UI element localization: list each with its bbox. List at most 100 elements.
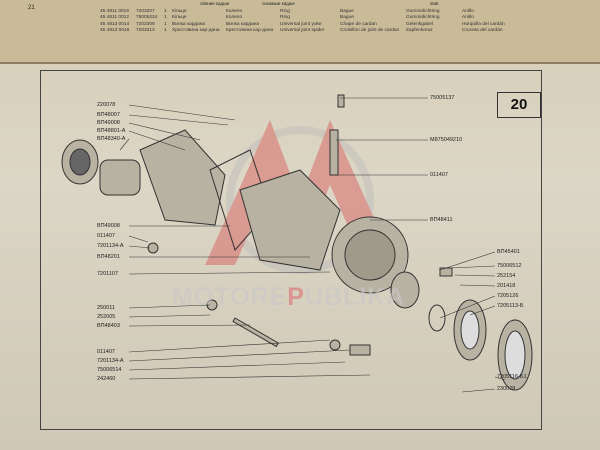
part-callout-label: 7201134-А: [97, 243, 124, 249]
header-cell-ukrainian: Хрестовина кар-дана: [172, 28, 220, 34]
gearbox-housing: [139, 129, 226, 226]
header-cell-french: Bague: [340, 15, 354, 21]
column-heading: сисимые кадше: [262, 1, 295, 6]
leader-line: [439, 295, 496, 319]
parts-table-row: 45 4811 0012 75005224 1 Кільце Колело Ring Bag…: [100, 15, 526, 21]
header-cell-bulgarian: Вилка кардана: [226, 21, 260, 27]
header-cell-quantities: 1: [164, 21, 167, 27]
leader-line: [454, 274, 496, 277]
part-callout-label: ВП45401: [497, 249, 520, 255]
parts-table-row: 45 4811 0016 7203207 1 Кільце Колело Ring Bagu…: [100, 9, 526, 15]
part-callout-label: ВП48403: [97, 323, 120, 329]
header-cell-french: Croisillon de joint de cardan: [340, 28, 400, 34]
header-cell-english: Ring: [280, 9, 290, 14]
part-callout-label: ВП48340-А: [97, 136, 126, 142]
leader-line: [128, 130, 186, 151]
leader-line: [494, 376, 506, 381]
header-cell-part-numbers: 7203207: [136, 9, 155, 14]
header-cell-part-numbers: 7203309: [136, 21, 155, 27]
header-cell-bulgarian: Колело: [226, 9, 243, 14]
figure-number: 20: [497, 92, 541, 118]
part-callout-label: 230078: [497, 386, 516, 392]
leader-line: [119, 138, 130, 151]
header-cell-french: Chape de cardan: [340, 21, 377, 27]
header-cell-german: Zapfenkreuz: [406, 28, 433, 34]
header-cell-english: Universal joint yoke: [280, 21, 322, 27]
leader-line: [128, 361, 346, 371]
column-heading: сйяние кадше: [200, 1, 230, 6]
header-cell-spanish: Anillo: [462, 9, 474, 14]
header-cell-catalog-numbers: 45 4811 0016: [100, 9, 129, 14]
leader-line: [128, 349, 351, 362]
leader-line: [128, 271, 331, 275]
header-cell-ukrainian: Кільце: [172, 15, 187, 21]
header-cell-french: Bague: [340, 9, 354, 14]
column-heading: stab: [430, 1, 439, 6]
part-callout-label: ВП48411: [430, 217, 453, 223]
header-cell-part-numbers: 75005224: [136, 15, 158, 21]
header-cell-quantities: 1: [164, 28, 167, 34]
leader-line: [128, 104, 236, 121]
plug: [349, 344, 371, 356]
leader-line: [461, 388, 496, 393]
part-callout-label: 7201107: [97, 271, 119, 277]
leader-line: [128, 114, 229, 126]
housing-neck: [99, 159, 141, 196]
parts-table-row: 45 4813 0014 7203309 1 Вилка кардана Вилка к…: [100, 22, 526, 28]
leader-line: [439, 251, 496, 271]
header-cell-english: Ring: [280, 15, 290, 21]
part-callout-label: ВП48007: [97, 112, 120, 118]
part-callout-label: 252005: [97, 314, 116, 320]
leader-line: [449, 265, 496, 269]
part-callout-label: 7205126: [497, 293, 519, 299]
header-cell-part-numbers: 7203313: [136, 28, 155, 34]
header-cell-spanish: Anillo: [462, 15, 474, 21]
header-cell-english: Universal joint spider: [280, 28, 325, 34]
coupling: [390, 271, 420, 309]
part-callout-label: 011407: [430, 172, 448, 178]
leader-line: [128, 314, 211, 318]
header-cell-spanish: Cruceta del cardán: [462, 28, 503, 34]
part-callout-label: ВП49008: [97, 120, 120, 126]
bolt: [337, 94, 345, 108]
part-callout-label: 75006514: [97, 367, 122, 373]
leader-line: [128, 122, 201, 141]
washer-2: [329, 339, 341, 351]
header-cell-german: Gelenkgabel: [406, 21, 433, 27]
header-cell-bulgarian: Колело: [226, 15, 243, 21]
part-callout-label: 242460: [97, 376, 116, 382]
part-callout-label: 75005137: [430, 95, 455, 101]
cover: [239, 169, 341, 271]
part-callout-label: 011407: [97, 349, 115, 355]
part-callout-label: ВП49008: [97, 223, 120, 229]
part-callout-label: 201418: [497, 283, 516, 289]
leader-line: [128, 339, 331, 353]
housing-parts: [61, 94, 533, 391]
part-callout-label: 75006512: [497, 263, 522, 269]
header-cell-quantities: 1: [164, 15, 167, 21]
header-cell-spanish: Horquilla del cardán: [462, 21, 505, 27]
header-cell-ukrainian: Вилка кардана: [172, 21, 206, 27]
header-cell-german: Gummidichtring: [406, 9, 440, 14]
leader-line: [128, 235, 149, 243]
part-callout-label: М875049210: [430, 137, 463, 143]
header-cell-catalog-numbers: 45 4813 0014: [100, 21, 130, 27]
part-callout-label: 220078: [97, 102, 116, 108]
leader-line: [128, 304, 211, 309]
figure-frame: [40, 70, 542, 430]
header-cell-quantities: 1: [164, 9, 167, 14]
part-callout-label: 252154: [497, 273, 516, 279]
part-callout-label: 7205113-Б: [497, 303, 524, 309]
header-cell-catalog-numbers: 45 4811 0012: [100, 15, 129, 21]
header-cell-catalog-numbers: 45 4813 0016: [100, 28, 130, 34]
watermark-text: MOTOREPUBLIKA: [172, 283, 406, 311]
leader-line: [459, 284, 496, 287]
leader-line: [128, 324, 251, 327]
leader-line: [128, 245, 151, 249]
header-cell-ukrainian: Кільце: [172, 9, 187, 14]
part-callout-label: 011407: [97, 233, 115, 239]
